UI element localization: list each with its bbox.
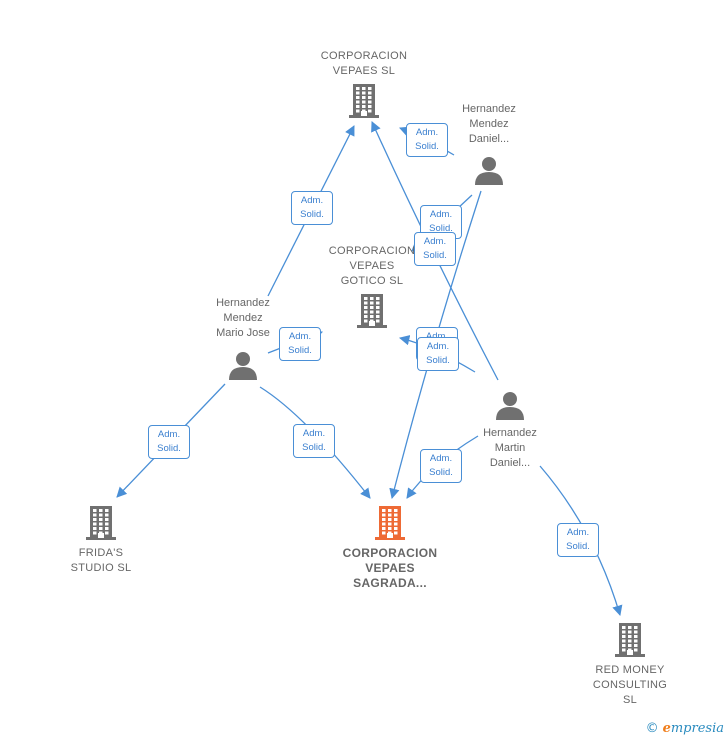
person-icon[interactable] <box>228 350 258 385</box>
relation-badge-line: Adm. <box>415 127 439 138</box>
relation-badge-line: Adm. <box>426 341 450 352</box>
person-icon[interactable] <box>495 390 525 425</box>
relation-badge-hm_mario-to-fridas[interactable]: Adm. Solid. <box>148 425 190 459</box>
company-label-sagrada[interactable]: CORPORACION VEPAES SAGRADA... <box>342 546 438 590</box>
building-icon[interactable] <box>375 506 405 545</box>
relation-badge-hm_daniel-to-vepaes[interactable]: Adm. Solid. <box>406 123 448 157</box>
building-icon[interactable] <box>349 84 379 123</box>
relation-badge-line: Adm. <box>423 236 447 247</box>
relation-badge-line: Solid. <box>429 223 453 234</box>
building-icon[interactable] <box>615 623 645 662</box>
company-label-vepaes[interactable]: CORPORACION VEPAES SL <box>320 50 408 77</box>
relation-badge-line: Solid. <box>423 250 447 261</box>
company-label-fridas[interactable]: FRIDA'S STUDIO SL <box>70 547 132 574</box>
relation-badge-line: Adm. <box>417 330 457 344</box>
relation-badge-line: Adm. <box>157 429 181 440</box>
empresia-watermark: ©empresia <box>646 721 724 736</box>
person-label-hm_mario[interactable]: Hernandez Mendez Mario Jose <box>216 297 270 339</box>
person-icon[interactable] <box>474 155 504 190</box>
person-label-hmartin_daniel[interactable]: Hernandez Martin Daniel... <box>483 427 537 469</box>
building-icon[interactable] <box>86 506 116 545</box>
edge-layer <box>116 121 623 616</box>
relation-badge-line: Adm. <box>302 428 326 439</box>
relation-badge-line: Solid. <box>288 345 312 356</box>
relation-badge-line: Solid. <box>566 541 590 552</box>
brand-initial: e <box>662 721 671 736</box>
relation-badge-line: Solid. <box>157 443 181 454</box>
relation-badge-line: Solid. <box>300 209 324 220</box>
relation-badge-hmartin_daniel-to-sagrada[interactable]: Adm. Solid. <box>420 449 462 483</box>
relation-badge-hm_mario-to-vepaes[interactable]: Adm. Solid. <box>291 191 333 225</box>
relation-badge-line: Solid. <box>415 141 439 152</box>
relation-badge-line: Adm. <box>300 195 324 206</box>
relation-badge-line: Adm. <box>429 209 453 220</box>
relation-badge-hm_mario-to-sagrada[interactable]: Adm. Solid. <box>293 424 335 458</box>
relation-badge-line: Adm. <box>566 527 590 538</box>
copyright-symbol: © <box>645 721 659 736</box>
relation-badge-hm_mario-to-gotico[interactable]: Adm. Solid. <box>279 327 321 361</box>
company-label-redmoney[interactable]: RED MONEY CONSULTING SL <box>592 664 668 706</box>
brand-name: mpresia <box>670 721 724 736</box>
relation-badge-line: Solid. <box>302 442 326 453</box>
relation-badge-line: Solid. <box>426 355 450 366</box>
company-label-gotico[interactable]: CORPORACION VEPAES GOTICO SL <box>328 245 416 287</box>
building-icon[interactable] <box>357 294 387 333</box>
relation-badge-line: Adm. <box>288 331 312 342</box>
relation-badge-hmartin_daniel-to-gotico[interactable]: Adm. Solid. <box>417 337 459 371</box>
relation-badge-line: Solid. <box>429 467 453 478</box>
relation-badge-hmartin_daniel-to-redmoney[interactable]: Adm. Solid. <box>557 523 599 557</box>
relation-badge-hmartin_daniel-to-vepaes[interactable]: Adm. Solid. <box>414 232 456 266</box>
person-label-hm_daniel[interactable]: Hernandez Mendez Daniel... <box>462 103 516 145</box>
relation-badge-line: Adm. <box>429 453 453 464</box>
